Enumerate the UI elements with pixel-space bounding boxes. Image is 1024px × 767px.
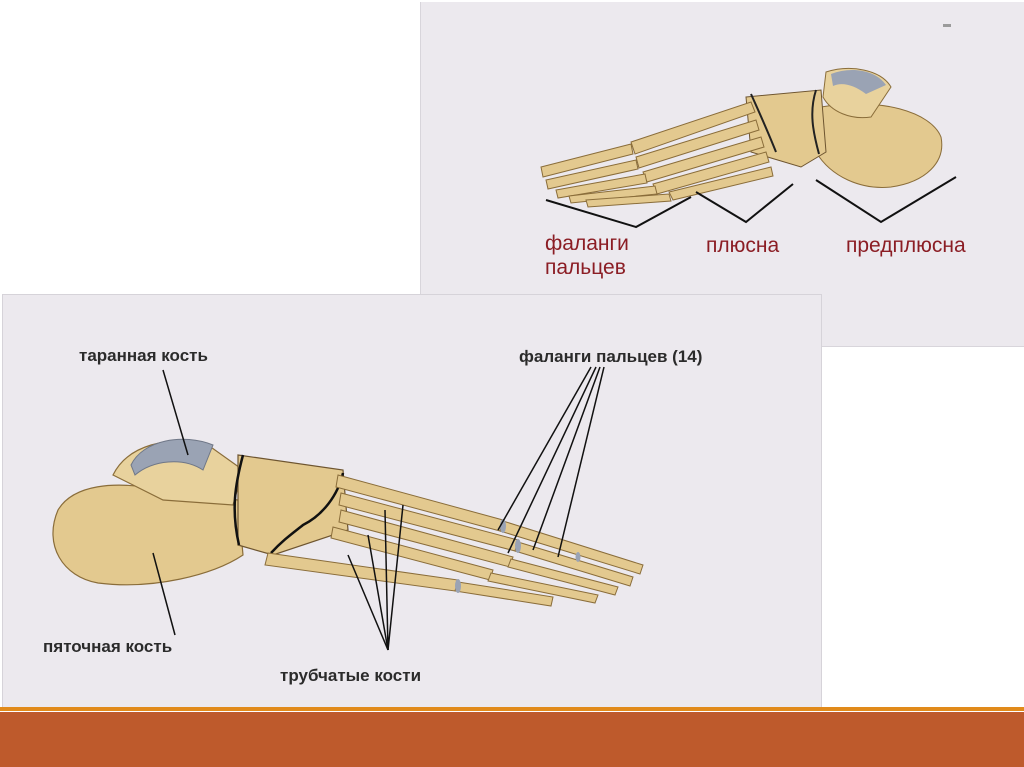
leaders-phalanges bbox=[497, 366, 605, 558]
label-talus: таранная кость bbox=[79, 346, 208, 365]
calcaneus-shape bbox=[52, 484, 244, 586]
tarsal-bones bbox=[237, 454, 349, 556]
label-calcaneus: пяточная кость bbox=[43, 637, 173, 656]
foot-sections-illustration bbox=[540, 68, 957, 229]
tarsus-joint-line-top bbox=[750, 93, 777, 153]
tarsal-joint-line-2 bbox=[270, 472, 345, 554]
footer-accent-line bbox=[0, 707, 1024, 711]
slide-corner-mark bbox=[943, 24, 951, 27]
label-phalanges-top: фаланги пальцев bbox=[545, 232, 629, 279]
tarsus-joint-line2-top bbox=[811, 89, 820, 155]
phalanges-bracket-top bbox=[545, 196, 692, 229]
label-metatarsus-top: плюсна bbox=[706, 234, 780, 257]
label-tarsus-top: предплюсна bbox=[846, 234, 966, 257]
talus-cartilage-top bbox=[831, 69, 886, 94]
foot-detail-illustration bbox=[52, 366, 644, 651]
tarsus-bracket-top bbox=[815, 176, 957, 224]
tarsal-joint-line-1 bbox=[233, 454, 245, 546]
leaders-tubular bbox=[347, 504, 404, 651]
leader-calcaneus bbox=[152, 552, 176, 636]
calcaneus-top-shape bbox=[815, 103, 943, 188]
talus-cartilage bbox=[130, 438, 214, 476]
phalanges-top bbox=[540, 143, 672, 208]
label-tubular-bones: трубчатые кости bbox=[280, 666, 422, 685]
phalanges bbox=[454, 520, 644, 607]
foot-skeleton-detail-panel: таранная кость фаланги пальцев (14) пято… bbox=[2, 294, 822, 708]
leader-talus bbox=[162, 369, 189, 456]
metatarsus-bracket-top bbox=[695, 183, 794, 224]
foot-skeleton-sections-panel: фаланги пальцев плюсна предплюсна bbox=[420, 2, 1024, 347]
label-phalanges: фаланги пальцев (14) bbox=[519, 347, 703, 366]
slide-footer-bar bbox=[0, 712, 1024, 767]
